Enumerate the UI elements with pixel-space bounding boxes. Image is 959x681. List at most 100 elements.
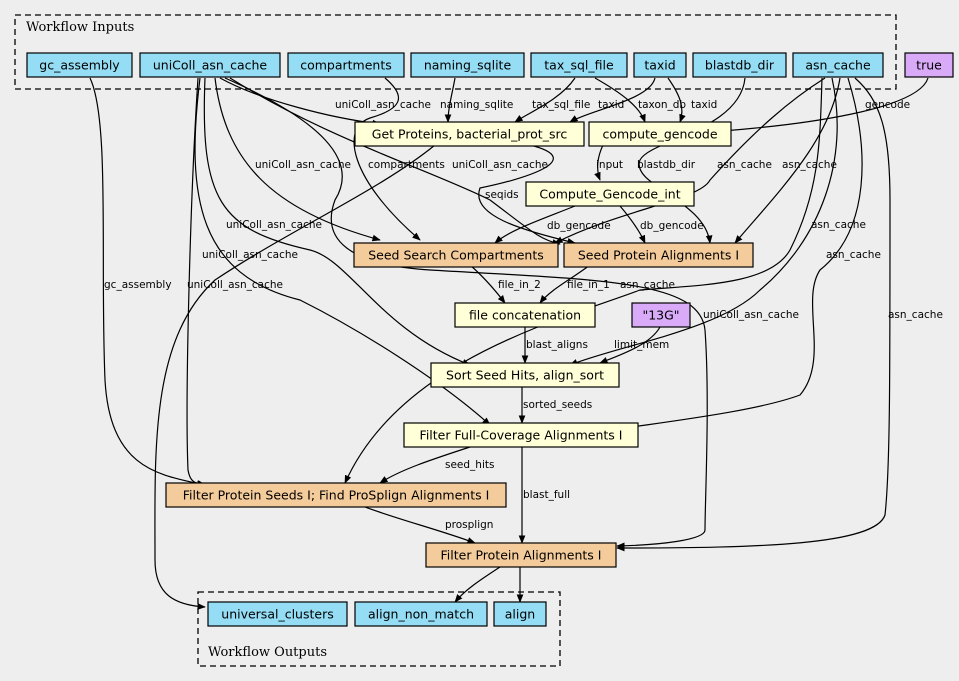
edge-dbgencode-2 [619,205,646,244]
edge-asn-filterfull [624,77,863,431]
edge-unicoll-seedprot [229,77,561,246]
node-label: asn_cache [805,58,871,73]
node-label: Seed Search Compartments [368,248,544,263]
constant-13g[interactable]: "13G" [631,302,691,328]
step-get-proteins[interactable]: Get Proteins, bacterial_prot_src [354,121,585,147]
output-align[interactable]: align [493,601,547,627]
edge-label: uniColl_asn_cache [202,249,298,261]
node-label: Sort Seed Hits, align_sort [446,368,604,383]
edge-label: naming_sqlite [440,99,513,111]
input-asn-cache[interactable]: asn_cache [792,52,884,78]
subworkflow-seed-protein[interactable]: Seed Protein Alignments I [563,242,754,268]
input-gc-assembly[interactable]: gc_assembly [26,52,133,78]
edge-asn-sort [569,77,838,366]
edge-label: uniColl_asn_cache [335,99,431,111]
output-align-non-match[interactable]: align_non_match [354,601,488,627]
edge-label: db_gencode [640,220,704,232]
edge-label: asn_cache [888,309,943,321]
edge-prosplign [364,506,476,544]
edge-filein2 [469,264,506,304]
node-label: Filter Protein Alignments I [441,548,602,563]
step-sort-seed-hits[interactable]: Sort Seed Hits, align_sort [430,362,620,388]
edge-asn-filterprot [616,77,891,552]
node-label: "13G" [642,308,679,323]
node-label: align_non_match [368,607,474,622]
edge-taxid-compute [667,77,686,123]
node-label: Compute_Gencode_int [539,187,680,202]
node-label: naming_sqlite [424,58,512,73]
edge-seqids [478,144,576,245]
step-compute-gencode[interactable]: compute_gencode [588,121,732,147]
edge-tax-compute [594,77,646,123]
edge-naming-getprot [444,77,456,123]
edge-label: uniColl_asn_cache [226,219,322,231]
node-label: universal_clusters [221,607,333,622]
edge-seedhits [379,446,471,484]
edge-unicoll-filterseeds [186,77,206,488]
edge-label: file_in_2 [498,279,541,291]
output-universal-clusters[interactable]: universal_clusters [207,601,348,627]
node-label: Filter Full-Coverage Alignments I [420,428,623,443]
edge-label: file_in_1 [567,279,610,291]
edge-label: uniColl_asn_cache [187,279,283,291]
edge-asn-seedprot [734,77,841,244]
input-nodes: gc_assembly uniColl_asn_cache compartmen… [26,52,884,78]
step-file-concatenation[interactable]: file concatenation [454,302,596,328]
edge-label: tax_sql_file [532,99,590,111]
input-unicoll-asn-cache[interactable]: uniColl_asn_cache [139,52,281,78]
edge-label: blastdb_dir [637,159,696,171]
edge-label: uniColl_asn_cache [255,159,351,171]
edge-label: input [596,159,623,171]
node-label: Filter Protein Seeds I; Find ProSplign A… [183,488,490,503]
node-label: true [916,58,942,73]
input-blastdb-dir[interactable]: blastdb_dir [692,52,787,78]
edge-label: asn_cache [717,159,772,171]
edge-label: compartments [368,159,445,171]
node-label: Seed Protein Alignments I [578,248,739,263]
edge-label: taxid [691,99,717,111]
input-tax-sql-file[interactable]: tax_sql_file [530,52,628,78]
outputs-cluster [197,591,561,667]
edge-filterprot-nonmatch [454,566,501,603]
edge-label: blast_full [523,489,570,501]
edge-asn-seedsearch [554,77,826,244]
node-label: align [505,607,535,622]
edge-labels: gencode uniColl_asn_cache naming_sqlite … [104,99,943,531]
edges [89,77,929,610]
edge-label: prosplign [445,519,493,531]
step-filter-full-coverage[interactable]: Filter Full-Coverage Alignments I [403,422,639,448]
node-label: compartments [300,58,392,73]
edge-label: asn_cache [811,219,866,231]
edge-label: seed_hits [445,459,494,471]
edge-label: seqids [485,189,519,201]
constant-true[interactable]: true [904,52,954,78]
edge-true-gencode [721,77,929,134]
outputs-cluster-label: Workflow Outputs [208,645,327,660]
subworkflow-seed-search[interactable]: Seed Search Compartments [353,242,559,268]
node-label: blastdb_dir [705,58,775,73]
edge-label: taxon_db [638,99,686,111]
subworkflow-filter-protein[interactable]: Filter Protein Alignments I [425,542,617,568]
edge-label: uniColl_asn_cache [703,309,799,321]
inputs-cluster-label: Workflow Inputs [26,20,134,35]
edge-label: gc_assembly [104,279,172,291]
edge-input [594,144,604,181]
edge-unicoll-sort [203,77,471,366]
input-taxid[interactable]: taxid [633,52,687,78]
edge-unicoll-filterprot [224,77,708,550]
edge-label: blast_aligns [526,339,588,351]
node-label: taxid [644,58,675,73]
edge-getprot-universal [154,144,436,610]
edge-label: limit_mem [614,339,669,351]
step-compute-gencode-int[interactable]: Compute_Gencode_int [525,181,695,207]
subworkflow-filter-seeds[interactable]: Filter Protein Seeds I; Find ProSplign A… [165,482,507,508]
input-naming-sqlite[interactable]: naming_sqlite [410,52,525,78]
edge-filein1 [539,264,591,304]
edge-label: uniColl_asn_cache [452,159,548,171]
node-label: gc_assembly [39,58,120,73]
edge-tax-getprot [514,77,576,123]
input-compartments[interactable]: compartments [287,52,405,78]
edge-label: asn_cache [620,279,675,291]
edge-label: gencode [865,99,910,111]
